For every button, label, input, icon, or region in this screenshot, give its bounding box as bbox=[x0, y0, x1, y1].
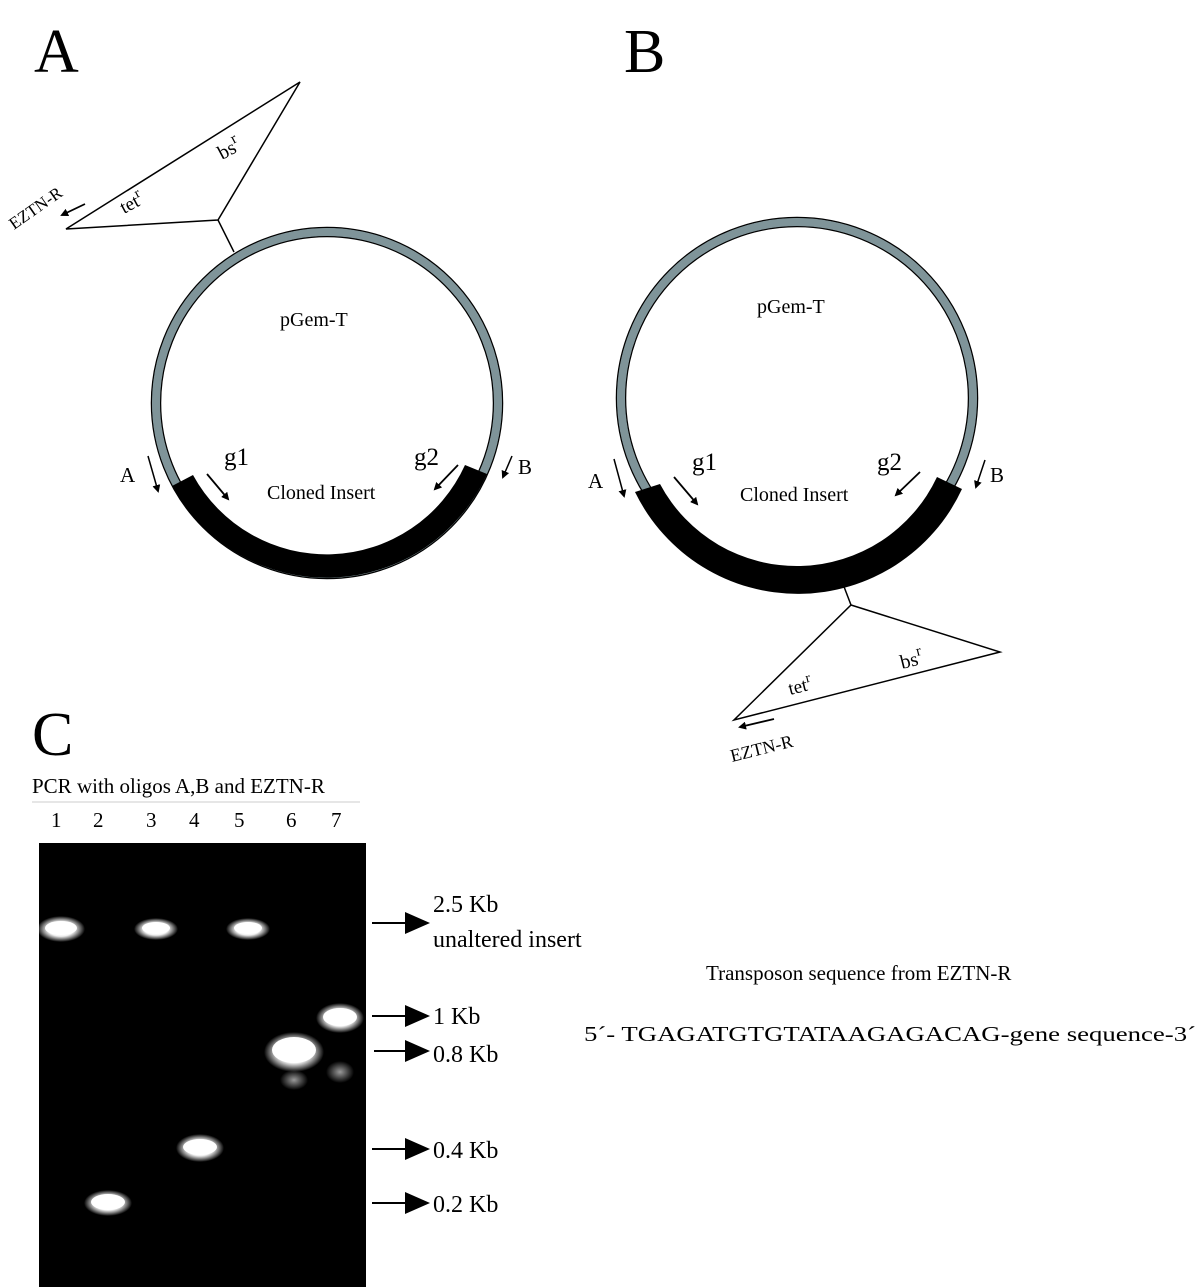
eztn-label-b: EZTN-R bbox=[728, 731, 795, 766]
marker-label-1kb: 1 Kb bbox=[433, 1004, 480, 1030]
plasmid-a: pGem-T Cloned Insert A g1 g2 B bbox=[120, 226, 532, 580]
eztn-arrow-b bbox=[738, 718, 775, 730]
primer-arrow-g1 bbox=[206, 473, 230, 501]
lane-label: 4 bbox=[189, 808, 200, 832]
lane-label: 7 bbox=[331, 808, 342, 832]
transposon-triangle-a bbox=[65, 81, 301, 230]
lane-label: 3 bbox=[146, 808, 157, 832]
primer-arrow-g2 bbox=[894, 471, 921, 497]
tet-label-b: tetr bbox=[785, 671, 814, 700]
primer-label-b: B bbox=[518, 455, 532, 479]
vector-label-a: pGem-T bbox=[280, 309, 348, 331]
primer-label-g1: g1 bbox=[692, 449, 717, 476]
transposon-b: tetr bsr EZTN-R bbox=[728, 570, 1003, 766]
primer-label-a: A bbox=[120, 463, 136, 487]
panel-label-c: C bbox=[32, 701, 73, 769]
gel-title: PCR with oligos A,B and EZTN-R bbox=[32, 774, 325, 798]
primer-arrow-g1 bbox=[673, 476, 699, 506]
marker-label-0.8kb: 0.8 Kb bbox=[433, 1042, 498, 1068]
panel-label-a: A bbox=[34, 18, 79, 86]
primer-label-a: A bbox=[588, 469, 604, 493]
primer-arrow-g2 bbox=[433, 464, 459, 491]
bs-label-b: bsr bbox=[897, 643, 925, 674]
insert-label-a: Cloned Insert bbox=[267, 482, 376, 504]
insert-label-b: Cloned Insert bbox=[740, 484, 849, 506]
lane-label: 6 bbox=[286, 808, 297, 832]
lane-labels: 1 2 3 4 5 6 7 bbox=[51, 808, 342, 832]
smear-lane6 bbox=[280, 1070, 308, 1090]
gel-panel: PCR with oligos A,B and EZTN-R 1 2 3 4 5… bbox=[32, 774, 582, 1287]
vector-ring-a bbox=[150, 226, 504, 580]
primer-label-g1: g1 bbox=[224, 444, 249, 471]
marker-label-0.2kb: 0.2 Kb bbox=[433, 1192, 498, 1218]
vector-label-b: pGem-T bbox=[757, 296, 825, 318]
sequence-heading: Transposon sequence from EZTN-R bbox=[706, 961, 1011, 985]
smear-lane7 bbox=[326, 1061, 354, 1083]
insert-arc-a bbox=[172, 465, 487, 578]
eztn-label-a: EZTN-R bbox=[5, 183, 66, 234]
primer-arrow-b bbox=[974, 459, 986, 489]
primer-label-g2: g2 bbox=[877, 449, 902, 476]
primer-label-g2: g2 bbox=[414, 444, 439, 471]
gel-bands bbox=[37, 916, 364, 1216]
insertion-stem-a bbox=[217, 219, 235, 253]
lane-label: 5 bbox=[234, 808, 245, 832]
panel-label-b: B bbox=[624, 18, 665, 86]
marker-label-unaltered-insert: unaltered insert bbox=[433, 927, 582, 953]
transposon-a: tetr bsr EZTN-R bbox=[5, 81, 301, 253]
insert-arc-b bbox=[635, 477, 962, 594]
insertion-stem-b bbox=[837, 570, 852, 606]
lane-label: 1 bbox=[51, 808, 62, 832]
plasmid-b: pGem-T Cloned Insert A g1 g2 B bbox=[588, 216, 1004, 594]
lane-label: 2 bbox=[93, 808, 104, 832]
transposon-triangle-b bbox=[731, 604, 1003, 722]
gel-image bbox=[39, 843, 366, 1287]
primer-arrow-a bbox=[147, 455, 161, 493]
eztn-arrow-a bbox=[60, 203, 86, 217]
primer-arrow-b bbox=[501, 455, 513, 479]
primer-label-b: B bbox=[990, 463, 1004, 487]
size-markers bbox=[372, 912, 430, 1214]
marker-label-0.4kb: 0.4 Kb bbox=[433, 1138, 498, 1164]
sequence-text: 5´- TGAGATGTGTATAAGAGACAG-gene sequence-… bbox=[584, 1022, 1196, 1046]
primer-arrow-a bbox=[613, 458, 627, 498]
marker-label-2.5kb: 2.5 Kb bbox=[433, 892, 498, 918]
